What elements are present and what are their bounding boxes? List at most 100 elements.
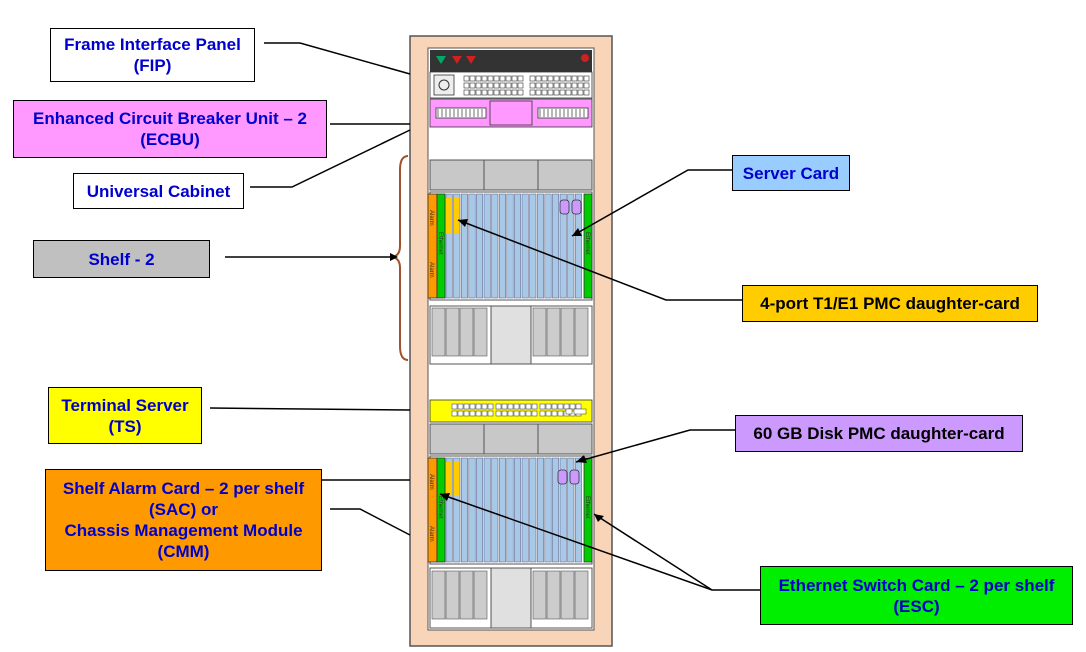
card-slot (460, 457, 468, 563)
fip-port (547, 89, 554, 96)
ts-port (501, 410, 508, 417)
fip-port (583, 82, 590, 89)
fip-connector (264, 42, 411, 75)
ts-port (539, 403, 546, 410)
card-slot (536, 457, 544, 563)
ts-port (563, 403, 570, 410)
fip-port (583, 75, 590, 82)
card-slot (544, 457, 552, 563)
card-slot (460, 193, 468, 299)
ts-port (525, 410, 532, 417)
ts-label-line1: Terminal Server (61, 395, 189, 415)
ts-port (557, 410, 564, 417)
server-label-line1: Server Card (742, 163, 840, 183)
ts-port (551, 410, 558, 417)
ethernet-text-2b: Ethernet (584, 496, 590, 519)
fip-port (577, 89, 584, 96)
fip-port (463, 75, 470, 82)
ts-port (495, 403, 502, 410)
fip-port (565, 89, 572, 96)
shelf-label: Shelf - 2 (33, 240, 210, 278)
ts-port (463, 403, 470, 410)
ts-port (545, 410, 552, 417)
connector-lines (209, 42, 760, 591)
fip-port (481, 89, 488, 96)
cabinet-label: Universal Cabinet (73, 173, 244, 209)
fip-port (463, 82, 470, 89)
esc-label-line2: (ESC) (893, 596, 940, 616)
ethernet-text-1b: Ethernet (584, 232, 590, 255)
ts-port (519, 403, 526, 410)
card-slot (491, 193, 499, 299)
card-slot (574, 193, 582, 299)
ts-port (501, 403, 508, 410)
card-slot (521, 457, 529, 563)
fan-unit (473, 307, 488, 357)
disk-label-line1: 60 GB Disk PMC daughter-card (753, 424, 1005, 443)
esc-label: Ethernet Switch Card – 2 per shelf (ESC) (760, 566, 1073, 625)
ts-port (469, 410, 476, 417)
fan-unit (532, 570, 547, 620)
cabinet-connector (250, 129, 411, 188)
ts-port (513, 410, 520, 417)
fip-port (571, 82, 578, 89)
fip-port (535, 89, 542, 96)
ts-power-port (573, 408, 587, 415)
fip-port (505, 89, 512, 96)
fip-port (475, 75, 482, 82)
fip-port (553, 75, 560, 82)
fip-port (481, 82, 488, 89)
alarm-text-2b: Alarm (428, 526, 434, 542)
fip-port (475, 89, 482, 96)
ts-label: Terminal Server (TS) (48, 387, 202, 444)
fip-port (535, 82, 542, 89)
card-slot (529, 193, 537, 299)
ts-port (451, 410, 458, 417)
card-slot (453, 193, 461, 299)
ecbu-label-line2: (ECBU) (140, 130, 200, 149)
fip-port (553, 89, 560, 96)
fan-unit (532, 307, 547, 357)
fip-port (511, 89, 518, 96)
fip-label: Frame Interface Panel (FIP) (50, 28, 255, 82)
fip-port (547, 82, 554, 89)
card-slot (498, 457, 506, 563)
card-slot (529, 457, 537, 563)
fip-port (535, 75, 542, 82)
fip-port (571, 89, 578, 96)
ts-port (519, 410, 526, 417)
ts-port (469, 403, 476, 410)
card-slot (559, 193, 567, 299)
ts-port (525, 403, 532, 410)
card-slot (567, 457, 575, 563)
fan-unit (459, 307, 474, 357)
disk-connector (575, 429, 735, 463)
fip-port (559, 82, 566, 89)
fip-port (499, 75, 506, 82)
pmc-t1-label-line1: 4-port T1/E1 PMC daughter-card (760, 294, 1020, 313)
card-slot (445, 457, 453, 563)
ts-port (495, 410, 502, 417)
fip-port (541, 89, 548, 96)
fip-port (499, 89, 506, 96)
card-slot (559, 457, 567, 563)
ts-port (487, 410, 494, 417)
fip-port (517, 75, 524, 82)
fip-port (469, 82, 476, 89)
ts-port (513, 403, 520, 410)
card-slot (468, 457, 476, 563)
fip-port (529, 82, 536, 89)
ts-port (507, 403, 514, 410)
fip-port (517, 89, 524, 96)
fan-unit (473, 570, 488, 620)
fan-unit (546, 307, 561, 357)
fip-port (499, 82, 506, 89)
ts-port (475, 410, 482, 417)
ts-port (575, 403, 582, 410)
card-slot (445, 193, 453, 299)
card-slot (514, 193, 522, 299)
fan-unit (560, 307, 575, 357)
ts-port (557, 403, 564, 410)
ts-port (545, 403, 552, 410)
